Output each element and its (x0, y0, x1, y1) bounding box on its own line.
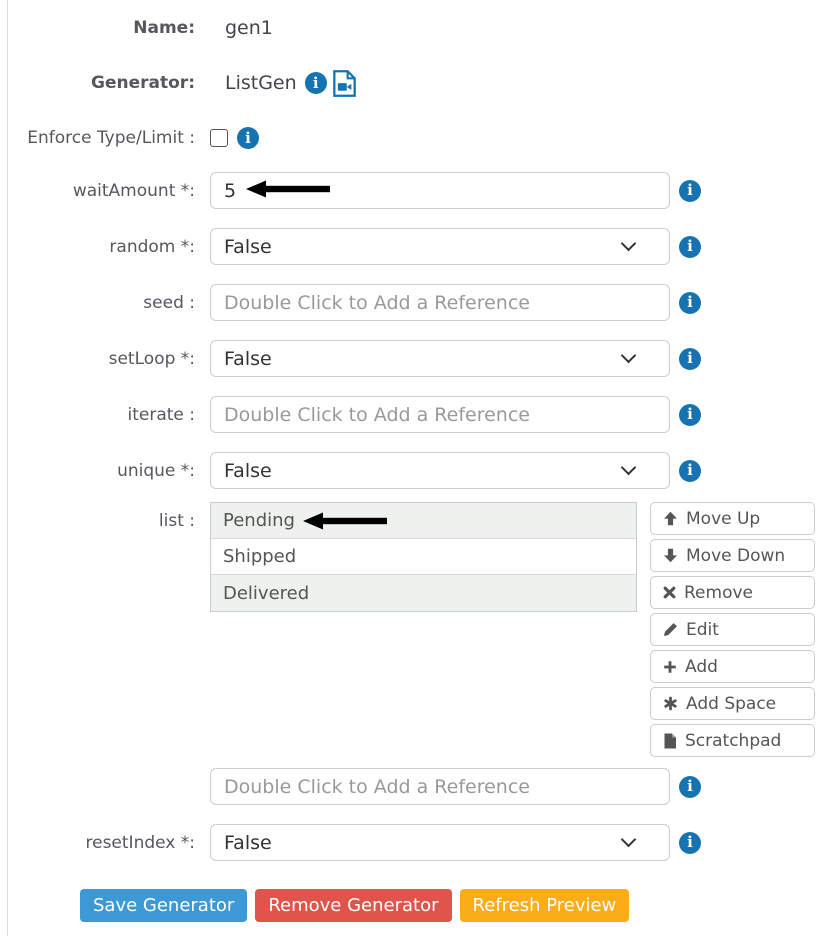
reference-row: i (8, 768, 831, 805)
list-item[interactable]: Pending (211, 503, 636, 539)
enforce-checkbox[interactable] (210, 129, 228, 147)
waitAmount-input[interactable] (210, 172, 670, 209)
edit-button[interactable]: Edit (650, 613, 815, 646)
name-row: Name: gen1 (8, 16, 831, 40)
remove-generator-button[interactable]: Remove Generator (255, 889, 452, 922)
generator-label: Generator: (91, 73, 195, 93)
info-icon[interactable]: i (679, 831, 701, 854)
remove-button[interactable]: Remove (650, 576, 815, 609)
info-icon[interactable]: i (679, 291, 701, 314)
list-box: Pending Shipped Delivered (210, 502, 637, 612)
remove-label: Remove (684, 582, 753, 603)
unique-label: unique *: (117, 460, 195, 481)
waitAmount-row: waitAmount *: i (8, 172, 831, 209)
chevron-down-icon (620, 235, 637, 252)
generator-form-panel: Name: gen1 Generator: ListGen i Enforce … (7, 0, 831, 936)
list-item[interactable]: Shipped (211, 539, 636, 575)
generator-row: Generator: ListGen i (8, 69, 831, 97)
seed-row: seed : i (8, 284, 831, 321)
unique-select[interactable]: False (210, 452, 670, 489)
list-label: list : (158, 511, 195, 531)
save-generator-button[interactable]: Save Generator (80, 889, 248, 922)
list-item[interactable]: Delivered (211, 575, 636, 611)
move-down-button[interactable]: Move Down (650, 539, 815, 572)
list-item-text: Delivered (223, 582, 310, 604)
arrow-up-icon (664, 511, 677, 526)
asterisk-icon (664, 696, 677, 711)
info-icon[interactable]: i (304, 72, 327, 94)
plus-icon (664, 660, 676, 673)
name-value: gen1 (225, 17, 273, 39)
file-video-icon[interactable] (332, 69, 356, 97)
iterate-row: iterate : i (8, 396, 831, 433)
file-icon (664, 733, 676, 748)
list-item-text: Pending (223, 510, 295, 531)
resetIndex-select-value: False (224, 831, 272, 854)
list-item-text: Shipped (223, 546, 297, 567)
info-icon[interactable]: i (679, 235, 701, 258)
setLoop-row: setLoop *: False i (8, 340, 831, 377)
move-up-label: Move Up (686, 508, 761, 529)
resetIndex-select[interactable]: False (210, 824, 670, 861)
list-row: list : Pending Shipped Delivered (8, 502, 831, 757)
add-button[interactable]: Add (650, 650, 815, 683)
scratchpad-button[interactable]: Scratchpad (650, 724, 815, 757)
resetIndex-row: resetIndex *: False i (8, 824, 831, 861)
info-icon[interactable]: i (679, 347, 701, 370)
name-label: Name: (133, 18, 195, 38)
random-row: random *: False i (8, 228, 831, 265)
random-label: random *: (109, 236, 195, 257)
arrow-down-icon (664, 548, 677, 563)
info-icon[interactable]: i (679, 179, 701, 202)
info-icon[interactable]: i (679, 775, 701, 798)
info-icon[interactable]: i (679, 403, 701, 426)
chevron-down-icon (620, 347, 637, 364)
seed-label: seed : (143, 292, 195, 313)
chevron-down-icon (620, 459, 637, 476)
move-up-button[interactable]: Move Up (650, 502, 815, 535)
enforce-row: Enforce Type/Limit : i (8, 126, 831, 150)
resetIndex-label: resetIndex *: (85, 832, 196, 853)
annotation-arrow-left (302, 512, 387, 530)
generator-value: ListGen (225, 72, 297, 94)
seed-input[interactable] (210, 284, 670, 321)
setLoop-label: setLoop *: (108, 348, 195, 369)
info-icon[interactable]: i (679, 459, 701, 482)
unique-row: unique *: False i (8, 452, 831, 489)
action-button-row: Save Generator Remove Generator Refresh … (8, 889, 831, 922)
random-select-value: False (224, 235, 272, 258)
refresh-preview-button[interactable]: Refresh Preview (459, 889, 630, 922)
edit-label: Edit (686, 619, 719, 640)
random-select[interactable]: False (210, 228, 670, 265)
x-icon (663, 586, 676, 599)
iterate-label: iterate : (127, 404, 195, 425)
info-icon[interactable]: i (237, 127, 259, 149)
chevron-down-icon (620, 831, 637, 848)
add-space-label: Add Space (686, 693, 777, 714)
enforce-label: Enforce Type/Limit : (27, 128, 195, 148)
scratchpad-label: Scratchpad (685, 730, 782, 751)
add-space-button[interactable]: Add Space (650, 687, 815, 720)
move-down-label: Move Down (686, 545, 786, 566)
waitAmount-label: waitAmount *: (72, 180, 195, 201)
reference-input[interactable] (210, 768, 670, 805)
unique-select-value: False (224, 459, 272, 482)
pencil-icon (663, 623, 677, 637)
add-label: Add (685, 656, 718, 677)
setLoop-select-value: False (224, 347, 272, 370)
setLoop-select[interactable]: False (210, 340, 670, 377)
list-button-column: Move Up Move Down Remove (650, 502, 815, 757)
iterate-input[interactable] (210, 396, 670, 433)
